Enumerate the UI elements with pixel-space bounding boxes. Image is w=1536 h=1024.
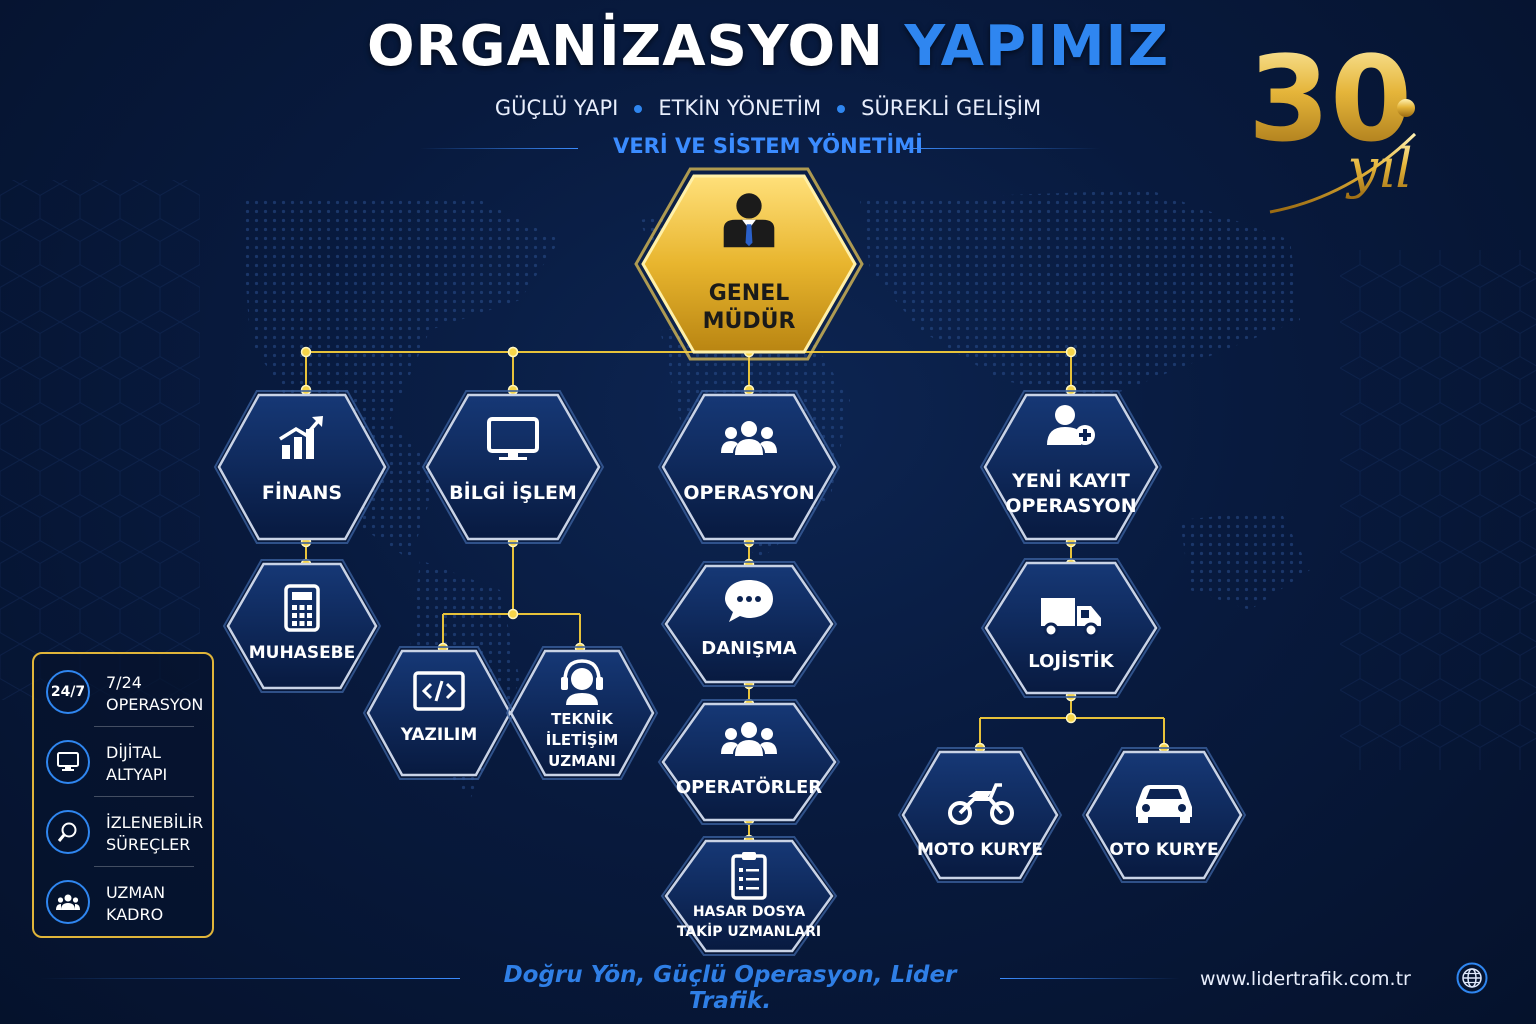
node-dept-3: YENİ KAYIT OPERASYON [979, 390, 1163, 544]
tagline: ETKİN YÖNETİM [658, 96, 822, 120]
calculator-icon [284, 584, 320, 632]
magnifier-icon [46, 810, 90, 854]
node-label: TEKNİK [551, 709, 614, 728]
node-label: HASAR DOSYA [693, 904, 806, 920]
node-label: MUHASEBE [249, 643, 356, 663]
legend-divider [94, 796, 194, 797]
legend-item-operation: 24/7 7/24 OPERASYON [46, 662, 206, 722]
subhead-right-rule [904, 148, 1100, 149]
node-label: OPERATÖRLER [676, 776, 822, 798]
node-label: DANIŞMA [701, 638, 797, 659]
page-title: ORGANİZASYON YAPIMIZ [0, 14, 1536, 79]
code-icon [413, 671, 465, 711]
bullet-dot [634, 105, 643, 113]
node-muhasebe: MUHASEBE [222, 559, 382, 693]
legend-text: DİJİTAL ALTYAPI [106, 743, 168, 784]
clipboard-icon [731, 852, 767, 900]
tagline: SÜREKLİ GELİŞİM [861, 96, 1042, 120]
globe-icon [1456, 962, 1488, 994]
title-white-part: ORGANİZASYON [366, 14, 884, 79]
truck-icon [1041, 598, 1101, 638]
legend-item-traceable: İZLENEBİLİR SÜREÇLER [46, 802, 206, 862]
node-dept-2: OPERASYON [657, 390, 841, 544]
node-label: LOJİSTİK [1028, 650, 1114, 672]
clock-24-icon: 24/7 [46, 670, 90, 714]
node-label: GENEL [709, 281, 790, 306]
node-label: YAZILIM [400, 725, 478, 745]
footer-left-rule [40, 978, 460, 979]
subheading: VERİ VE SİSTEM YÖNETİMİ [613, 134, 923, 158]
subhead-left-rule [420, 148, 578, 149]
businessman-icon [723, 193, 775, 248]
legend-text: İZLENEBİLİR SÜREÇLER [106, 813, 204, 854]
node-label: OPERASYON [683, 482, 814, 504]
node-danisma: DANIŞMA [660, 561, 838, 687]
node-label: MÜDÜR [703, 308, 796, 334]
node-hasar: HASAR DOSYA TAKİP UZMANLARI [660, 836, 838, 956]
footer-right-rule [1000, 978, 1180, 979]
node-label: YENİ KAYIT [1011, 468, 1130, 492]
chat-bubble-icon [725, 580, 773, 622]
legend-text: UZMAN KADRO [106, 883, 166, 924]
website-link[interactable]: www.lidertrafik.com.tr [1200, 968, 1411, 990]
motorcycle-icon [948, 783, 1014, 825]
anniversary-badge: 30 yıl [1248, 30, 1417, 214]
legend-divider [94, 726, 194, 727]
node-moto: MOTO KURYE [897, 747, 1063, 883]
node-operatorler: OPERATÖRLER [657, 699, 841, 825]
node-label: OTO KURYE [1109, 840, 1218, 860]
team-icon [721, 722, 777, 756]
node-label: MOTO KURYE [917, 840, 1043, 860]
node-lojistik: LOJİSTİK [980, 558, 1162, 698]
badge-number: 30 [1248, 30, 1412, 168]
car-icon [1136, 785, 1192, 823]
team-icon [721, 421, 777, 455]
legend-text: 7/24 OPERASYON [106, 673, 204, 714]
node-label: FİNANS [262, 480, 342, 504]
node-label: BİLGİ İŞLEM [449, 480, 577, 504]
node-dept-1: BİLGİ İŞLEM [421, 390, 605, 544]
slogan: Doğru Yön, Güçlü Operasyon, Lider Trafik… [503, 962, 957, 1014]
legend-divider [94, 866, 194, 867]
feature-legend: 24/7 7/24 OPERASYON DİJİTAL ALTYAPI İZLE… [32, 652, 214, 938]
bullet-dot [837, 105, 846, 113]
node-label: TAKİP UZMANLARI [677, 923, 821, 940]
legend-item-expert: UZMAN KADRO [46, 872, 206, 932]
monitor-icon [46, 740, 90, 784]
node-dept-0: FİNANS [213, 390, 391, 544]
node-label: UZMANI [548, 752, 616, 770]
title-blue-part: YAPIMIZ [904, 14, 1170, 79]
taglines: GÜÇLÜ YAPI ETKİN YÖNETİM SÜREKLİ GELİŞİM [0, 96, 1536, 120]
node-label: İLETİŞİM [546, 730, 619, 749]
headset-icon [561, 659, 603, 705]
node-yazilim: YAZILIM [362, 646, 516, 780]
team-icon [46, 880, 90, 924]
legend-item-digital: DİJİTAL ALTYAPI [46, 732, 206, 792]
growth-chart-icon [279, 416, 323, 459]
tagline: GÜÇLÜ YAPI [494, 96, 619, 120]
node-teknik: TEKNİK İLETİŞİM UZMANI [505, 646, 659, 780]
monitor-icon [487, 417, 539, 460]
node-oto: OTO KURYE [1081, 747, 1247, 883]
add-user-icon [1047, 405, 1095, 445]
node-label: OPERASYON [1005, 495, 1136, 517]
